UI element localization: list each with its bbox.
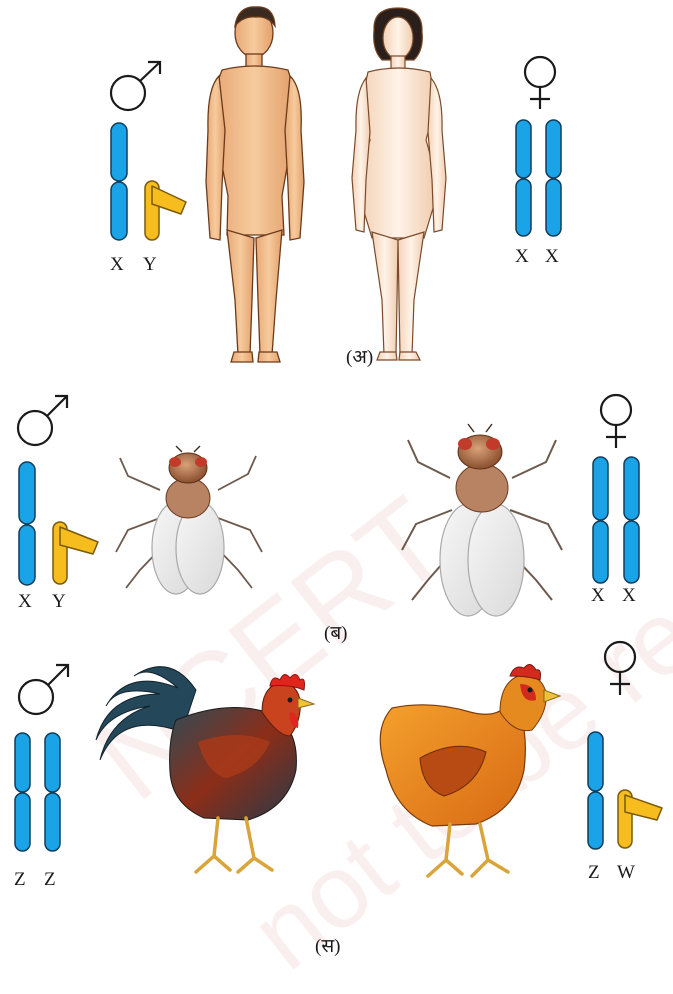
chromosome-label-female-2: X: [545, 246, 559, 268]
chromosome-z-icon: [588, 732, 603, 849]
female-symbol-icon: [605, 642, 635, 695]
rooster-illustration: [96, 667, 314, 872]
chromosome-x-icon: [624, 457, 639, 583]
chromosome-z-icon: [45, 733, 60, 851]
fruit-fly-female-illustration: [402, 424, 562, 616]
hen-illustration: [380, 664, 560, 876]
female-symbol-icon: [601, 395, 631, 448]
chromosome-label-male-2: Y: [52, 591, 66, 613]
panel-b-caption: (ब): [324, 619, 348, 645]
chromosome-label-male-1: X: [110, 254, 124, 276]
chromosome-label-female-2: X: [622, 585, 636, 607]
chromosome-z-icon: [15, 733, 30, 851]
chromosome-label-male-1: Z: [14, 869, 26, 891]
chromosome-label-female-1: X: [591, 585, 605, 607]
chromosome-y-icon: [145, 181, 186, 240]
human-male-illustration: [206, 7, 304, 362]
chromosome-label-female-2: W: [617, 862, 635, 884]
sex-determination-figure: [0, 0, 673, 962]
panel-a-caption: (अ): [346, 343, 373, 369]
chromosome-x-icon: [546, 120, 561, 236]
chromosome-x-icon: [593, 457, 608, 583]
male-symbol-icon: [19, 665, 68, 714]
male-symbol-icon: [111, 62, 160, 110]
human-female-illustration: [352, 8, 446, 360]
male-symbol-icon: [18, 396, 67, 445]
chromosome-label-female-1: Z: [588, 862, 600, 884]
chromosome-label-male-2: Y: [143, 254, 157, 276]
chromosome-x-icon: [19, 462, 35, 585]
chromosome-y-icon: [53, 522, 98, 584]
chromosome-x-icon: [111, 123, 127, 240]
panel-c-caption: (स): [315, 932, 341, 958]
chromosome-label-male-1: X: [18, 591, 32, 613]
chromosome-w-icon: [618, 790, 662, 848]
fruit-fly-male-illustration: [116, 446, 262, 594]
chromosome-x-icon: [516, 120, 531, 236]
chromosome-label-female-1: X: [515, 246, 529, 268]
chromosome-label-male-2: Z: [44, 869, 56, 891]
female-symbol-icon: [525, 57, 555, 109]
